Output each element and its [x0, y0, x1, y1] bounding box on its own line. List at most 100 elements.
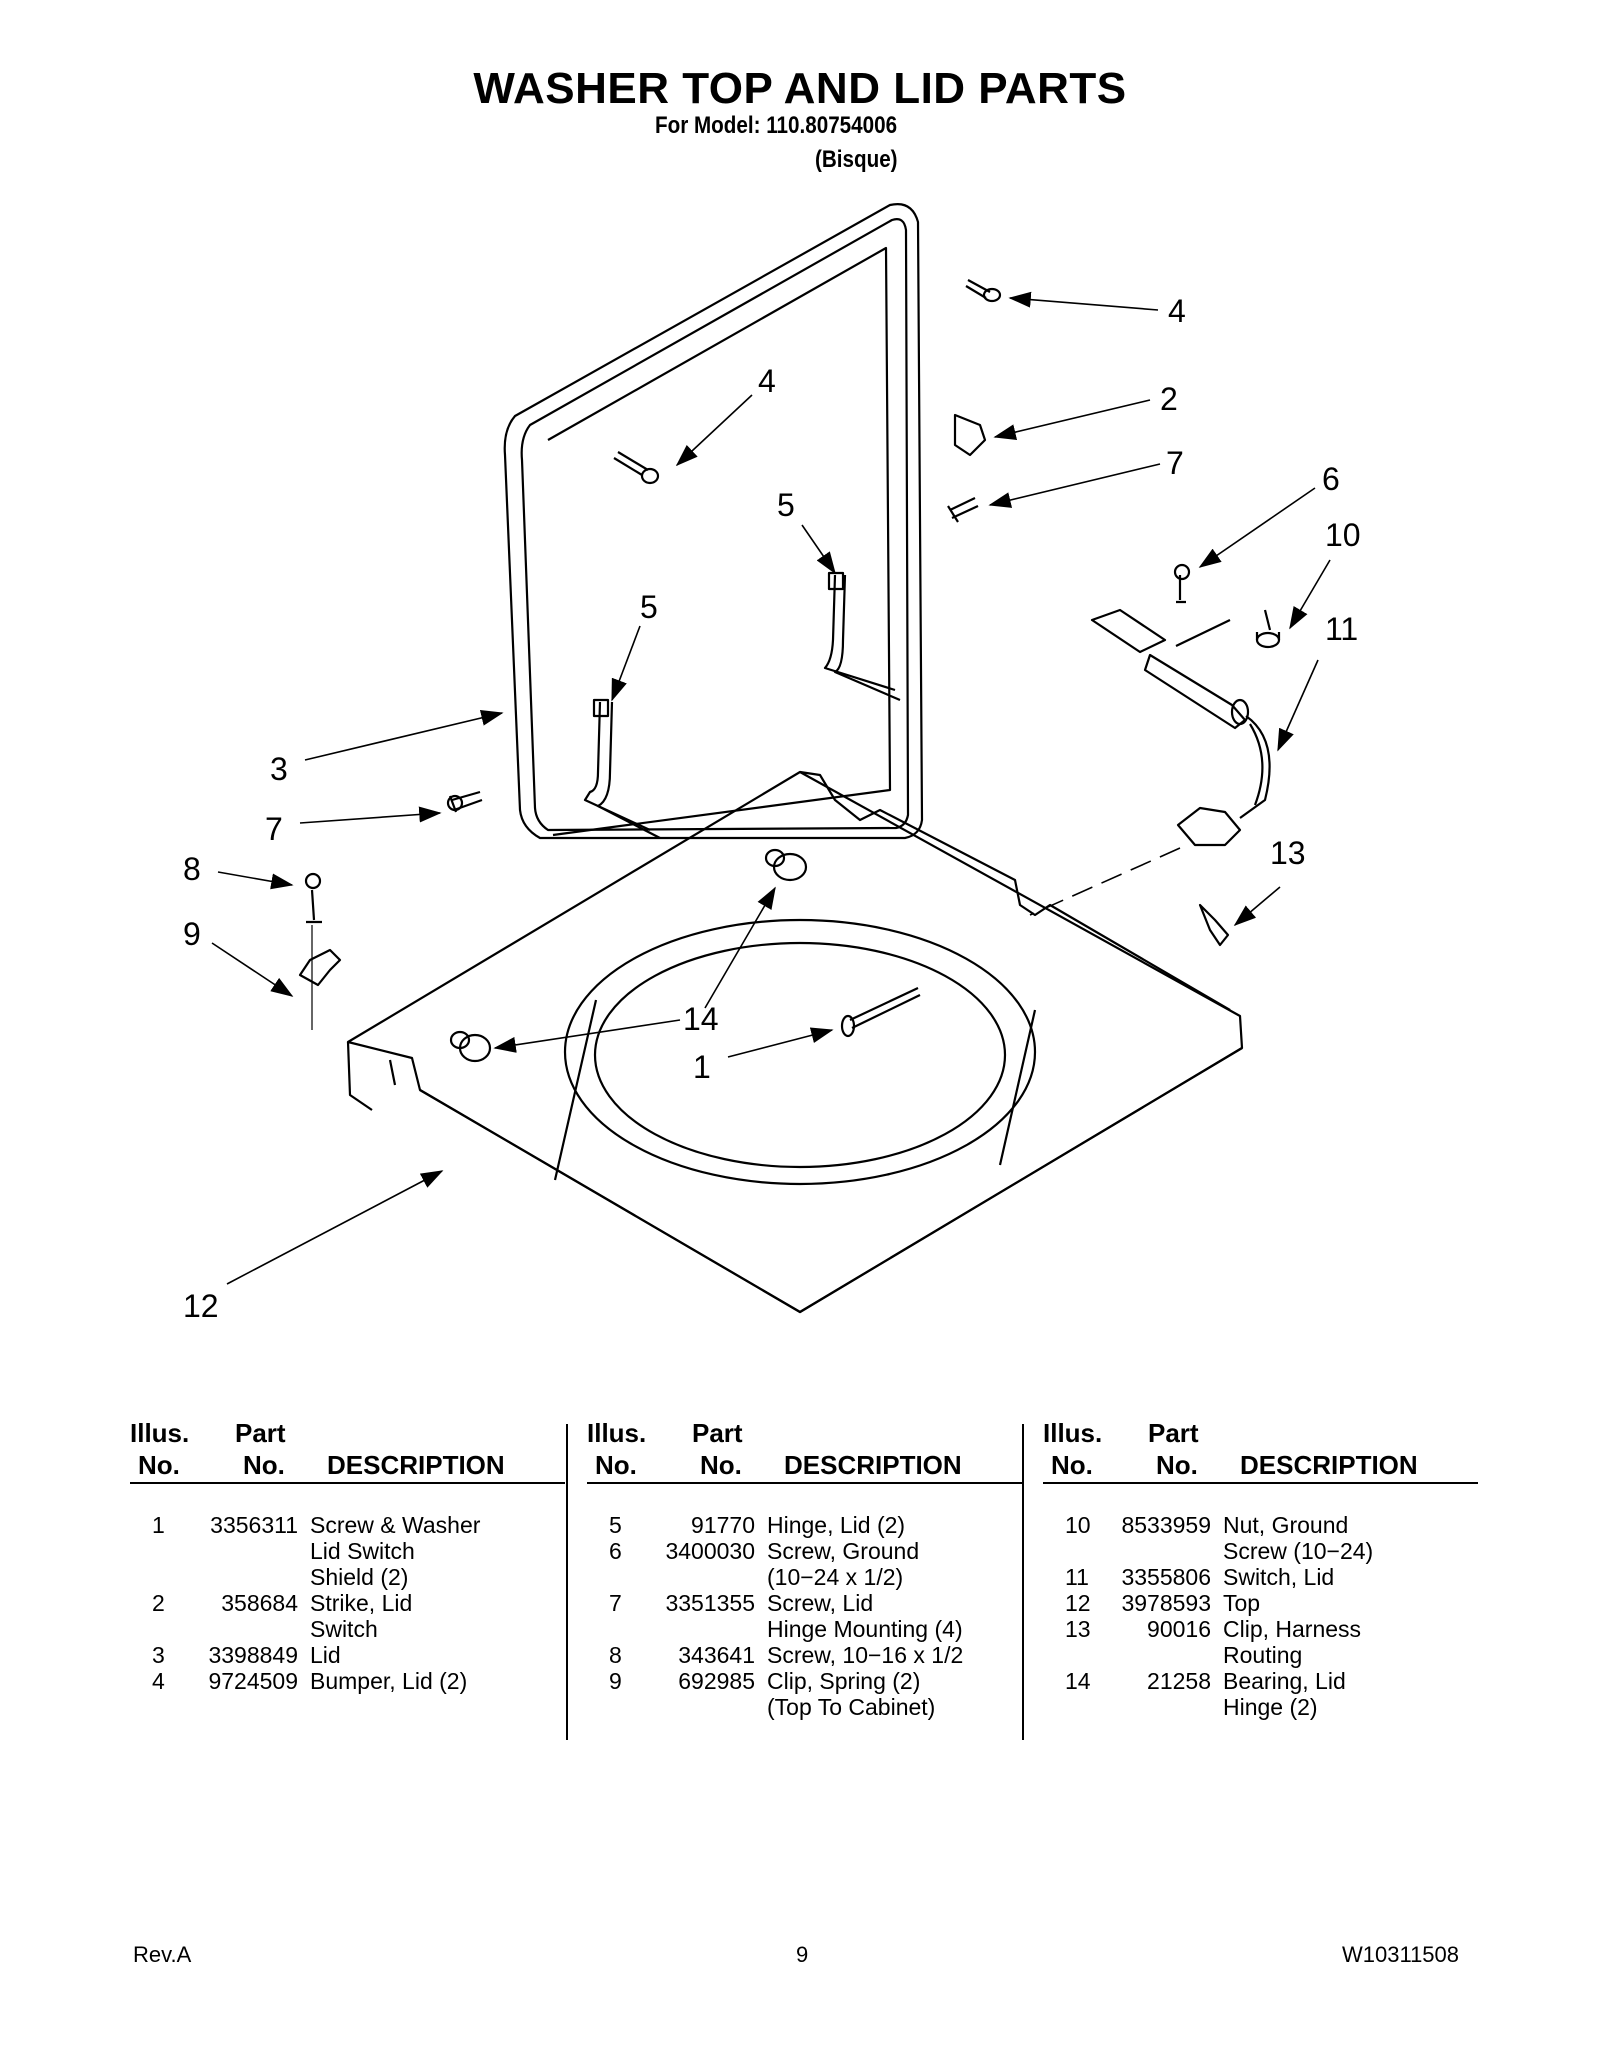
table-row: 6 3400030 Screw, Ground (10−24 x 1/2)	[587, 1538, 1017, 1590]
leader-line	[704, 886, 776, 1009]
part-header: Part	[1148, 1418, 1199, 1448]
leader-line	[993, 399, 1151, 440]
lid-part	[503, 203, 924, 840]
part-header: Part	[692, 1418, 743, 1448]
model-color: (Bisque)	[815, 146, 898, 173]
part-description: Hinge, Lid (2)	[767, 1512, 906, 1538]
illus-number: 5	[609, 1512, 622, 1538]
table-row: 8 343641 Screw, 10−16 x 1/2	[587, 1642, 1017, 1668]
callout-8: 8	[183, 851, 201, 887]
callout-7: 7	[265, 811, 283, 847]
leader-line	[727, 1027, 834, 1058]
part-description: Screw, 10−16 x 1/2	[767, 1642, 964, 1668]
illus-number: 8	[609, 1642, 622, 1668]
lid-hinge-left	[583, 698, 661, 839]
callout-13: 13	[1270, 835, 1306, 871]
leader-line	[217, 871, 294, 890]
callout-10: 10	[1325, 517, 1361, 553]
illus-header: Illus.	[130, 1418, 190, 1448]
leader-line	[801, 524, 836, 575]
parts-rows: 1 3356311 Screw & Washer Lid Switch Shield…	[130, 1512, 560, 1694]
table-header: Illus. No. Part No. DESCRIPTION	[130, 1420, 565, 1484]
illus-number: 1	[152, 1512, 165, 1538]
leader-line	[226, 1170, 444, 1285]
leader-line	[1008, 291, 1159, 311]
spring-clip	[298, 872, 342, 1030]
illus-number: 2	[152, 1590, 165, 1616]
lid-screw-right	[947, 497, 979, 523]
part-number: 3400030	[665, 1538, 755, 1564]
illus-number: 12	[1065, 1590, 1091, 1616]
table-row: 9 692985 Clip, Spring (2) (Top To Cabinet)	[587, 1668, 1017, 1720]
leader-line	[1277, 659, 1319, 752]
callout-2: 2	[1160, 381, 1178, 417]
part-description: Screw & Washer Lid Switch Shield (2)	[310, 1512, 481, 1590]
part-number: 3355806	[1121, 1564, 1211, 1590]
part-description: Screw, Ground (10−24 x 1/2)	[767, 1538, 920, 1590]
callout-9: 9	[183, 916, 201, 952]
page-title: WASHER TOP AND LID PARTS	[473, 64, 1127, 113]
part-description: Clip, Spring (2) (Top To Cabinet)	[767, 1668, 936, 1720]
callout-1: 1	[693, 1049, 711, 1085]
part-number: 692985	[678, 1668, 755, 1694]
washer-top	[346, 770, 1244, 1314]
leader-line	[299, 806, 442, 824]
part-description: Nut, Ground Screw (10−24)	[1223, 1512, 1374, 1564]
lid-strike	[953, 413, 987, 457]
part-number: 3398849	[208, 1642, 298, 1668]
callout-4: 4	[1168, 293, 1186, 329]
part-description: Top	[1223, 1590, 1261, 1616]
leader-line	[211, 942, 294, 997]
table-row: 1 3356311 Screw & Washer Lid Switch Shield…	[130, 1512, 560, 1590]
part-header-no: No.	[700, 1450, 742, 1480]
part-number: 8533959	[1121, 1512, 1211, 1538]
illus-number: 14	[1065, 1668, 1091, 1694]
parts-column-1: Illus. No. Part No. DESCRIPTION 1 3356311…	[130, 1420, 565, 1694]
illus-number: 4	[152, 1668, 165, 1694]
harness-clip	[1198, 903, 1230, 947]
leader-line	[493, 1019, 681, 1053]
illus-header: Illus.	[587, 1418, 647, 1448]
callout-11: 11	[1325, 611, 1358, 647]
part-number: 91770	[691, 1512, 755, 1538]
part-number: 3978593	[1121, 1590, 1211, 1616]
illus-number: 6	[609, 1538, 622, 1564]
callout-7: 7	[1166, 445, 1184, 481]
parts-rows: 5 91770 Hinge, Lid (2) 6 3400030 Screw, Groun…	[587, 1512, 1017, 1720]
part-description: Lid	[310, 1642, 341, 1668]
callout-4: 4	[758, 363, 776, 399]
part-number: 358684	[221, 1590, 298, 1616]
lid-hinge-right	[823, 571, 901, 702]
document-number: W10311508	[1342, 1942, 1460, 1967]
callout-6: 6	[1322, 461, 1340, 497]
shield-screw	[840, 987, 921, 1038]
illus-header-no: No.	[1051, 1450, 1093, 1480]
callout-5: 5	[640, 589, 658, 625]
part-number: 90016	[1147, 1616, 1211, 1642]
lid-screw-left	[446, 790, 483, 813]
callout-3: 3	[270, 751, 288, 787]
part-number: 3356311	[210, 1512, 298, 1538]
callout-12: 12	[183, 1288, 219, 1324]
description-header: DESCRIPTION	[784, 1450, 962, 1480]
table-row: 5 91770 Hinge, Lid (2)	[587, 1512, 1017, 1538]
illus-header: Illus.	[1043, 1418, 1103, 1448]
lid-switch-assembly	[1090, 563, 1281, 847]
column-divider	[566, 1424, 568, 1740]
part-number: 343641	[678, 1642, 755, 1668]
illus-number: 9	[609, 1668, 622, 1694]
part-description: Bearing, Lid Hinge (2)	[1223, 1668, 1346, 1720]
callout-5: 5	[777, 487, 795, 523]
model-number: For Model: 110.80754006	[655, 112, 898, 139]
page-number: 9	[796, 1942, 809, 1967]
exploded-parts-diagram: 4 4 2 7 6 10 5 5 11 3 7 8 13 9 14 1 12	[183, 203, 1361, 1324]
part-header-no: No.	[1156, 1450, 1198, 1480]
table-header: Illus. No. Part No. DESCRIPTION	[1043, 1420, 1478, 1484]
leader-line	[675, 394, 753, 467]
part-number: 21258	[1147, 1668, 1211, 1694]
